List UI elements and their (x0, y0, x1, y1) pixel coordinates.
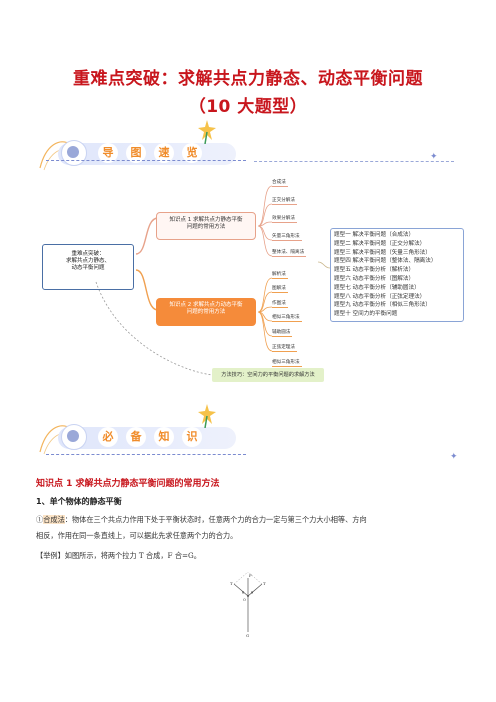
tension-left (233, 583, 249, 597)
type-item-3: 题型三 解决平衡问题（矢量三角形法） (334, 249, 431, 256)
mindmap-connectors (95, 185, 331, 376)
banner-dot (67, 430, 79, 442)
label-t-right: T (263, 581, 266, 586)
para-rest: ：物体在三个共点力作用下处于平衡状态时，任意两个力的合力一定与第三个力大小相等、… (64, 515, 367, 524)
banner-dashline (46, 160, 246, 161)
type-item-10: 题型十 空间力的平衡问题 (334, 311, 398, 318)
leaf-dynamic-4: 相似三角形法 (272, 315, 302, 322)
type-item-2: 题型二 解决平衡问题（正交分解法） (334, 240, 426, 247)
question-types-list: 题型一 解决平衡问题（合成法） 题型二 解决平衡问题（正交分解法） 题型三 解决… (330, 228, 464, 322)
banner-char-1: 必 (98, 427, 118, 447)
leaf-dynamic-3: 作图法 (272, 301, 288, 308)
leaf-static-1: 合成法 (272, 180, 288, 187)
banner-char-1: 导 (98, 143, 118, 163)
leaf-dynamic-1: 解析法 (272, 272, 288, 279)
mindmap-branch-static: 知识点 1 求解共点力静态平衡 问题的常用方法 (156, 212, 256, 240)
pin-icon (198, 404, 216, 428)
doc-title-line2: （10 大题型） (188, 97, 308, 117)
banner-char-3: 速 (154, 143, 174, 163)
pin-icon (198, 120, 216, 144)
leaf-dynamic-6: 正弦定理法 (272, 345, 297, 352)
knowledge-heading: 知识点 1 求解共点力静态平衡问题的常用方法 (36, 479, 220, 489)
leaf-static-2: 正交分解法 (272, 198, 297, 205)
example-text: 【举例】如图所示，将两个拉力 T 合成，F 合=G。 (36, 551, 201, 560)
type-item-1: 题型一 解决平衡问题（合成法） (334, 232, 415, 238)
type-item-5: 题型五 动态平衡分析（解析法） (334, 267, 415, 274)
sparkle-icon: ✦ (430, 152, 438, 162)
type-item-8: 题型八 动态平衡分析（正弦定理法） (334, 293, 426, 300)
point-o (247, 595, 249, 597)
divider (254, 161, 454, 162)
label-theta-left: θ (242, 591, 244, 595)
label-f: F (249, 573, 252, 578)
leaf-dynamic-2: 图解法 (272, 286, 288, 293)
banner-dot (67, 146, 79, 158)
section-banner-overview: 导 图 速 览 (36, 120, 246, 174)
label-o: O (243, 598, 246, 602)
label-g: G (246, 633, 249, 638)
subheading: 1、单个物体的静态平衡 (36, 497, 122, 506)
leaf-dynamic-7: 相似三角形法 (272, 360, 302, 367)
banner-char-4: 识 (182, 427, 202, 447)
type-item-6: 题型六 动态平衡分析（图解法） (334, 275, 415, 282)
doc-title-line1: 重难点突破：求解共点力静态、动态平衡问题 (73, 69, 423, 89)
para-prefix: ① (36, 515, 44, 524)
section-banner-knowledge: 必 备 知 识 (36, 404, 246, 458)
paragraph-line2: 相反，作用在同一条直线上，可以据此先求任意两个力的合力。 (36, 531, 238, 540)
label-t-left: T (230, 581, 233, 586)
mindmap-branch-dynamic: 知识点 2 求解共点力动态平衡 问题的常用方法 (156, 298, 256, 326)
leaf-static-4: 矢量三角形法 (272, 234, 302, 241)
parallelogram-right (247, 572, 263, 585)
parallelogram-left (233, 572, 249, 585)
banner-dashline (46, 454, 246, 455)
type-item-4: 题型四 解决平衡问题（整体法、隔离法） (334, 258, 437, 265)
paragraph-synthesis: ①合成法：物体在三个共点力作用下处于平衡状态时，任意两个力的合力一定与第三个力大… (36, 513, 464, 527)
tension-right (247, 583, 263, 597)
type-item-9: 题型九 动态平衡分析（相似三角形法） (334, 302, 431, 309)
mindmap: 重难点突破： 求解共点力静态、 动态平衡问题 知识点 1 求解共点力静态平衡 问… (36, 170, 466, 390)
highlight-term: 合成法 (43, 515, 65, 524)
banner-char-2: 备 (126, 427, 146, 447)
type-item-7: 题型七 动态平衡分析（辅助圆法） (334, 284, 420, 291)
leaf-static-5: 整体法、隔离法 (272, 250, 307, 257)
leaf-static-3: 效果分解法 (272, 216, 297, 223)
mindmap-method-note: 方法技巧：空间力的平衡问题的求解方法 (212, 368, 324, 382)
banner-char-4: 览 (182, 143, 202, 163)
label-theta-right: θ (251, 591, 253, 595)
sparkle-icon: ✦ (450, 452, 458, 462)
banner-char-2: 图 (126, 143, 146, 163)
force-diagram: F T T θ θ O G (230, 572, 266, 638)
leaf-dynamic-5: 辅助圆法 (272, 330, 293, 337)
mindmap-root: 重难点突破： 求解共点力静态、 动态平衡问题 (42, 244, 134, 290)
banner-char-3: 知 (154, 427, 174, 447)
